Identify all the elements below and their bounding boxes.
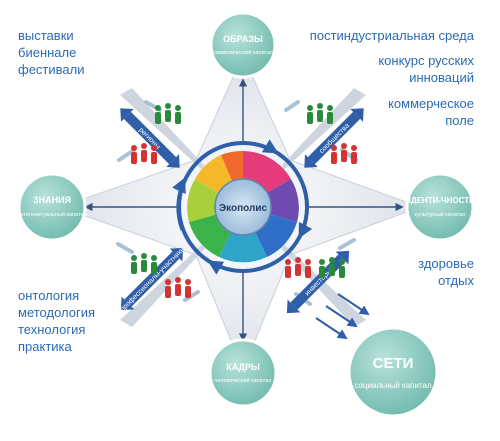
node-subtitle: человеческий капитал [215,377,272,384]
node-subtitle: интеллектуальный капитал [17,211,87,218]
right-mid-list: здоровье отдых [374,255,474,289]
center-wheel: Экополис [172,139,313,275]
list-item: методология [18,305,96,320]
node-title: ИДЕНТИ-ЧНОСТЬ [405,196,475,205]
top-left-list: выставки биеннале фестивали [18,27,84,78]
node-subtitle: символический капитал [213,49,274,56]
node-subtitle: культурный капитал [414,211,465,218]
node-title: ОБРАЗЫ [223,34,263,44]
node-right: ИДЕНТИ-ЧНОСТЬ культурный капитал [405,172,475,242]
node-network: СЕТИ социальный капитал [347,326,439,418]
center-label: Экополис [219,203,267,214]
list-item: практика [18,339,72,354]
axis-arrows [84,78,404,342]
top-right-line-1: постиндустриальная среда [309,28,474,43]
bottom-left-list: онтология методология технология практик… [18,287,95,355]
node-top: ОБРАЗЫ символический капитал [209,11,277,79]
list-item: фестивали [18,62,85,77]
node-title: СЕТИ [373,355,414,372]
node-left: ЗНАНИЯ интеллектуальный капитал [17,172,87,242]
top-right-line-2: конкурс русских инноваций [378,53,474,85]
network-arrows [315,293,370,340]
node-title: ЗНАНИЯ [33,195,71,205]
list-item: отдых [438,273,474,288]
node-subtitle: социальный капитал [354,381,432,390]
list-item: здоровье [418,256,474,271]
list-item: онтология [18,288,80,303]
list-item: выставки [18,28,74,43]
people-icon [131,103,357,298]
list-item: технология [18,322,86,337]
list-item: биеннале [18,45,77,60]
top-right-line-3: коммерческое поле [388,96,474,128]
node-title: КАДРЫ [226,362,260,372]
node-bottom: КАДРЫ человеческий капитал [208,338,278,408]
